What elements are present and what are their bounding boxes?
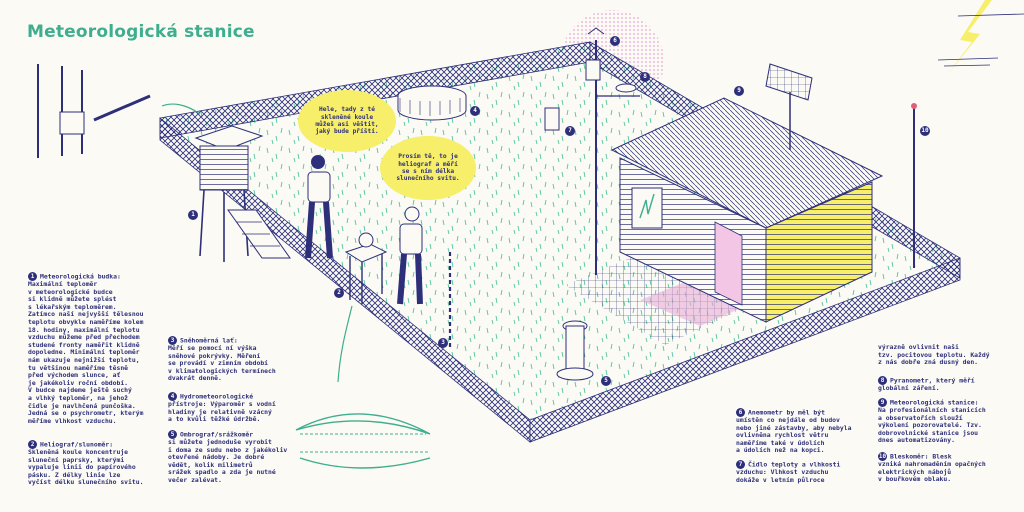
note-10-text: Bleskoměr: Blesk vzniká nahromaděním opa… (878, 452, 986, 484)
marker-7: 7 (565, 126, 575, 136)
note-7-number: 7 (736, 460, 745, 469)
marker-4: 4 (470, 106, 480, 116)
heliograph-table (344, 232, 388, 304)
marker-1: 1 (188, 210, 198, 220)
arrow-to-heliograph (337, 305, 353, 383)
note-10-number: 10 (878, 452, 887, 461)
marker-8: 8 (640, 72, 650, 82)
note-7-continued: výrazně ovlivnit naši tzv. pocitovou tep… (878, 343, 990, 367)
weather-hut (194, 125, 291, 262)
page-title: Meteorologická stanice (27, 22, 255, 42)
note-9-text: Meteorologická stanice: Na profesionální… (878, 398, 986, 445)
note-3-number: 3 (168, 336, 177, 345)
marker-6: 6 (610, 36, 620, 46)
marker-3: 3 (438, 338, 448, 348)
note-1-text: Meteorologická budka: Maximální teploměr… (28, 272, 144, 425)
note-1-number: 1 (28, 272, 37, 281)
note-5-text: Ombrograf/srážkoměr si můžete jednoduše … (168, 430, 288, 485)
marker-2: 2 (334, 288, 344, 298)
note-9-number: 9 (878, 398, 887, 407)
station-building (610, 97, 884, 323)
mast (544, 27, 640, 275)
note-8-text: Pyranometr, který měří globální záření. (878, 376, 975, 393)
note-6-text: Anemometr by měl být umístěn co nejdále … (736, 408, 852, 455)
evaporation-pan (397, 85, 467, 121)
person-girl (397, 206, 423, 305)
rain-gauge (556, 320, 594, 381)
heliograph-card-diagram (295, 413, 431, 469)
note-7-text: Čidlo teploty a vlhkosti vzduchu: Vlhkos… (736, 460, 841, 484)
speech-bubble-girl: Prosím tě, to je heliograf a měří se s n… (380, 136, 476, 200)
note-8-number: 8 (878, 376, 887, 385)
marker-9: 9 (734, 86, 744, 96)
marker-10: 10 (920, 126, 930, 136)
note-6-number: 6 (736, 408, 745, 417)
thermometers (28, 60, 156, 160)
arrow-to-hut (161, 103, 201, 115)
note-5-number: 5 (168, 430, 177, 439)
note-4-number: 4 (168, 392, 177, 401)
marker-5: 5 (601, 376, 611, 386)
note-3-text: Sněhoměrná lať: Měří se pomocí ní výška … (168, 336, 276, 383)
lightning-rod (911, 103, 917, 268)
person-boy (305, 155, 333, 259)
lightning-icon (937, 0, 1024, 74)
speech-bubble-boy: Hele, tady z té skleněné koule můžeš asi… (298, 90, 396, 152)
note-4-text: Hydrometeorologické přístroje: Výparoměr… (168, 392, 276, 424)
note-2-text: Heliograf/slunoměr: Skleněná koule konce… (28, 440, 144, 487)
note-2-number: 2 (28, 440, 37, 449)
solar-panel (765, 63, 813, 150)
